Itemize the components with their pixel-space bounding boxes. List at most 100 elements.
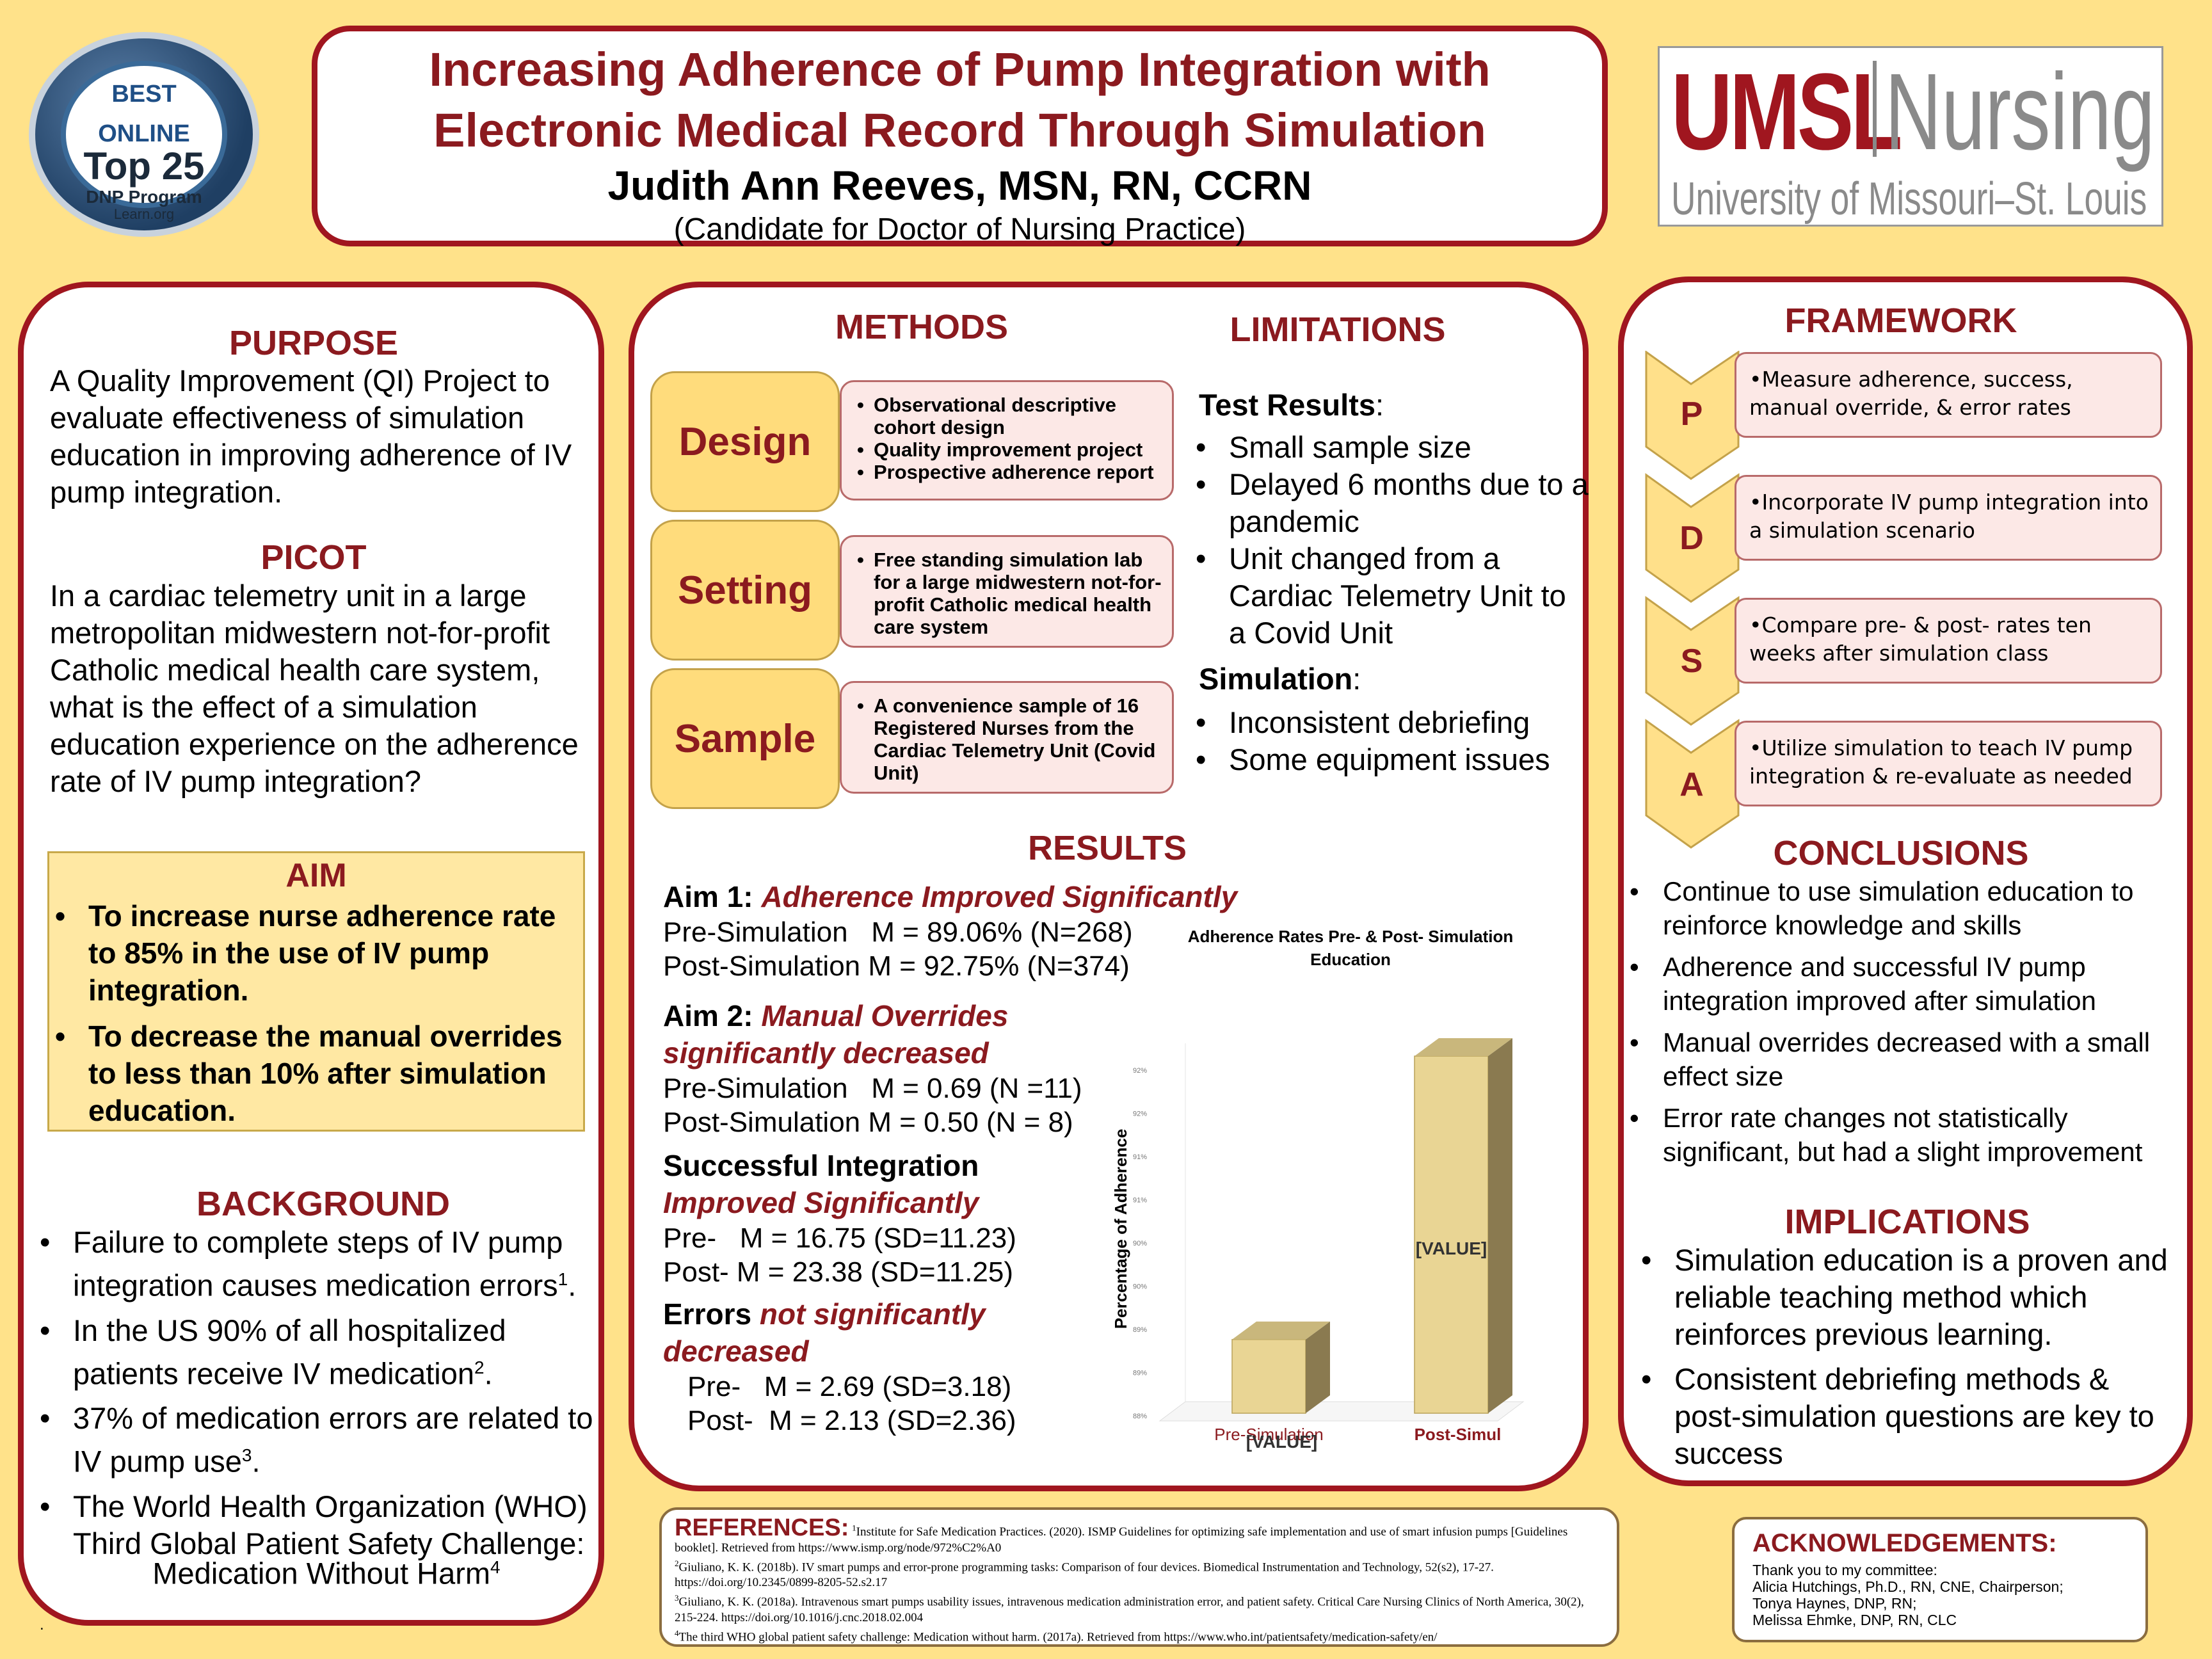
aim-list: To increase nurse adherence rate to 85% …	[51, 897, 582, 1129]
design-details: Observational descriptive cohort design …	[840, 380, 1174, 501]
results-heading: RESULTS	[1027, 829, 1187, 867]
implication-item: Consistent debriefing methods & post-sim…	[1637, 1361, 2181, 1472]
framework-heading: FRAMEWORK	[1784, 301, 2017, 340]
reference-2: 2Giuliano, K. K. (2018b). IV smart pumps…	[675, 1559, 1494, 1590]
background-last-line: Medication Without Harm4	[152, 1556, 501, 1591]
aim1-pre: Pre-Simulation M = 89.06% (N=268)	[663, 917, 1133, 948]
aim-item: To decrease the manual overrides to less…	[51, 1018, 582, 1129]
limitation-item: Small sample size	[1192, 429, 1589, 466]
pdsa-letter-a: A	[1679, 766, 1704, 803]
ack-line: Tonya Haynes, DNP, RN;	[1752, 1595, 1917, 1612]
badge-inner: BEST ONLINE Top 25 DNP Program Learn.org	[61, 61, 227, 222]
chart-bar-front	[1414, 1055, 1489, 1414]
design-block: Design	[650, 371, 840, 512]
ack-line: Thank you to my committee:	[1752, 1562, 1937, 1578]
conclusion-item: Error rate changes not statistically sig…	[1626, 1101, 2189, 1169]
ack-line: Alicia Hutchings, Ph.D., RN, CNE, Chairp…	[1752, 1578, 2064, 1595]
picot-text: In a cardiac telemetry unit in a large m…	[50, 579, 579, 798]
author-note: (Candidate for Doctor of Nursing Practic…	[673, 212, 1246, 246]
badge-learn: Learn.org	[113, 206, 175, 222]
x-category-label: Pre-Simulation	[1214, 1425, 1324, 1444]
top25-badge-logo: BEST ONLINE Top 25 DNP Program Learn.org	[29, 32, 259, 237]
sample-details: A convenience sample of 16 Registered Nu…	[840, 681, 1174, 794]
implications-heading: IMPLICATIONS	[1784, 1203, 2030, 1241]
implications-list: Simulation education is a proven and rel…	[1637, 1242, 2181, 1472]
y-tick-label: 91%	[1133, 1197, 1147, 1205]
picot-heading: PICOT	[260, 538, 367, 577]
design-item: Prospective adherence report	[857, 461, 1162, 483]
limitation-item: Delayed 6 months due to a pandemic	[1192, 466, 1589, 540]
purpose-text: A Quality Improvement (QI) Project to ev…	[50, 364, 572, 509]
badge-dnp: DNP Program	[86, 187, 202, 207]
setting-block: Setting	[650, 520, 840, 661]
sample-item: A convenience sample of 16 Registered Nu…	[857, 694, 1162, 784]
aim-heading: AIM	[285, 857, 347, 894]
x-category-label: Post-Simul	[1415, 1425, 1502, 1444]
integration-subheading: Improved Significantly	[663, 1186, 979, 1219]
background-list: Failure to complete steps of IV pump int…	[36, 1224, 599, 1562]
aim-item: To increase nurse adherence rate to 85% …	[51, 897, 582, 1009]
aim2-post: Post-Simulation M = 0.50 (N = 8)	[663, 1107, 1073, 1138]
y-tick-label: 91%	[1133, 1153, 1147, 1161]
integration-pre: Pre- M = 16.75 (SD=11.23)	[663, 1222, 1016, 1254]
logo-umsl: UMSL	[1671, 51, 1903, 173]
conclusions-heading: CONCLUSIONS	[1773, 834, 2029, 872]
pdsa-chevrons	[1645, 351, 1740, 849]
implication-item: Simulation education is a proven and rel…	[1637, 1242, 2181, 1353]
reference-3: 3Giuliano, K. K. (2018a). Intravenous sm…	[675, 1593, 1584, 1624]
pdsa-box-do: •Incorporate IV pump integration into a …	[1735, 475, 2162, 561]
references-box: REFERENCES: 1Institute for Safe Medicati…	[659, 1507, 1619, 1647]
limitation-item: Inconsistent debriefing	[1192, 704, 1589, 741]
logo-nursing: Nursing	[1885, 51, 2155, 173]
acknowledgements-heading: ACKNOWLEDGEMENTS:	[1752, 1529, 2057, 1557]
reference-4: 4The third WHO global patient safety cha…	[675, 1628, 1438, 1644]
ack-line: Melissa Ehmke, DNP, RN, CLC	[1752, 1612, 1957, 1628]
integration-post: Post- M = 23.38 (SD=11.25)	[663, 1256, 1014, 1288]
pdsa-letter-s: S	[1680, 643, 1703, 680]
limitations-sim-label: Simulation:	[1199, 662, 1361, 696]
limitation-item: Unit changed from a Cardiac Telemetry Un…	[1192, 540, 1589, 652]
y-tick-label: 89%	[1133, 1370, 1147, 1377]
conclusion-item: Continue to use simulation education to …	[1626, 874, 2189, 942]
limitations-test-label: Test Results:	[1199, 388, 1384, 422]
author-name: Judith Ann Reeves, MSN, RN, CCRN	[607, 163, 1312, 209]
pdsa-box-plan: •Measure adherence, success, manual over…	[1735, 352, 2162, 438]
chart-y-axis-label: Percentage of Adherence	[1111, 1129, 1130, 1329]
background-heading: BACKGROUND	[196, 1185, 450, 1223]
references-heading: REFERENCES:	[675, 1514, 849, 1541]
conclusion-item: Manual overrides decreased with a small …	[1626, 1025, 2189, 1093]
conclusions-list: Continue to use simulation education to …	[1626, 874, 2189, 1169]
errors-heading: Errors not significantly	[663, 1297, 986, 1331]
badge-top25: Top 25	[83, 145, 205, 188]
limitations-heading: LIMITATIONS	[1230, 310, 1446, 349]
y-tick-label: 92%	[1133, 1067, 1147, 1075]
chart-bar-side	[1306, 1321, 1330, 1413]
badge-best: BEST	[111, 81, 177, 108]
bar-value-label: [VALUE]	[1416, 1238, 1487, 1258]
limitations-sim-list: Inconsistent debriefing Some equipment i…	[1192, 704, 1589, 778]
purpose-heading: PURPOSE	[228, 324, 399, 362]
errors-heading-line2: decreased	[663, 1334, 809, 1368]
design-item: Quality improvement project	[857, 438, 1162, 461]
umsl-nursing-logo: UMSL Nursing University of Missouri–St. …	[1658, 46, 2163, 227]
chevron-p	[1645, 351, 1740, 480]
y-tick-label: 89%	[1133, 1326, 1147, 1334]
chart-title: Education	[1310, 950, 1391, 969]
background-item: The World Health Organization (WHO) Thir…	[36, 1488, 599, 1562]
reference-1: REFERENCES: 1Institute for Safe Medicati…	[675, 1514, 1568, 1555]
poster-title-line2: Electronic Medical Record Through Simula…	[433, 104, 1486, 157]
aim2-heading-line2: significantly decreased	[663, 1036, 989, 1070]
pdsa-box-study: •Compare pre- & post- rates ten weeks af…	[1735, 598, 2162, 684]
integration-heading: Successful Integration	[663, 1149, 979, 1182]
chart-bar-front	[1231, 1339, 1306, 1414]
setting-item: Free standing simulation lab for a large…	[857, 549, 1162, 638]
background-item: In the US 90% of all hospitalized patien…	[36, 1312, 599, 1393]
badge-online: ONLINE	[98, 120, 190, 147]
pdsa-box-act: •Utilize simulation to teach IV pump int…	[1735, 721, 2162, 806]
pdsa-letter-p: P	[1680, 396, 1703, 433]
sample-block: Sample	[650, 668, 840, 809]
aim2-heading: Aim 2: Manual Overrides	[663, 999, 1009, 1032]
chart-bar-side	[1488, 1038, 1512, 1413]
limitations-test-list: Small sample size Delayed 6 months due t…	[1192, 429, 1589, 652]
conclusion-item: Adherence and successful IV pump integra…	[1626, 950, 2189, 1018]
